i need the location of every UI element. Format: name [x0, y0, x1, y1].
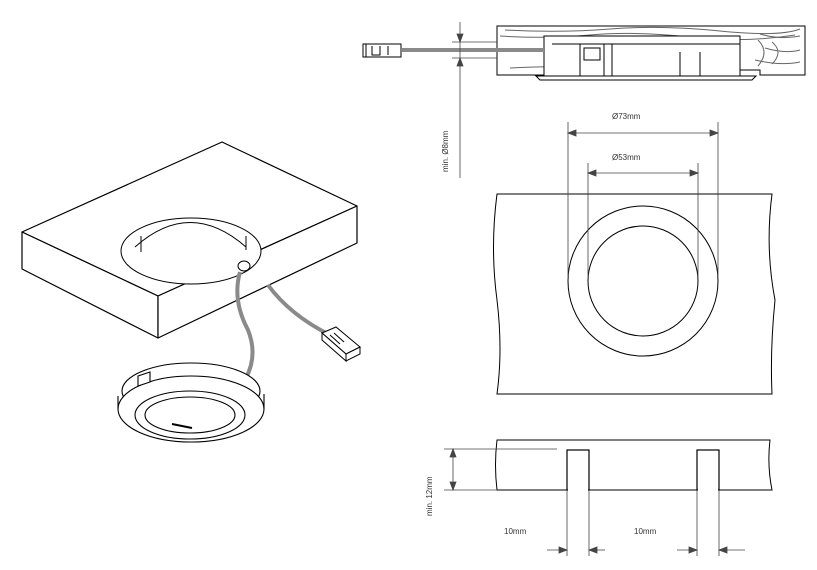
inner-diameter-label: Ø53mm: [612, 153, 641, 162]
depth-label: min. 12mm: [425, 476, 434, 516]
slot-right-width-label: 10mm: [634, 527, 657, 536]
top-view-dimensions: [566, 122, 720, 276]
top-view-panel: [493, 193, 776, 395]
slot-width-dimensions: [547, 490, 745, 556]
outer-diameter-label: Ø73mm: [612, 112, 641, 121]
side-section-fixture: [534, 35, 758, 81]
cross-section-panel: [495, 439, 773, 491]
cable-hole-dimension: [452, 22, 497, 178]
spotlight-fixture-iso: [117, 362, 265, 443]
plug-connector-iso: [321, 326, 361, 363]
slot-left-width-label: 10mm: [504, 527, 527, 536]
cable-to-connector: [266, 283, 331, 337]
cable-to-spotlight: [235, 271, 255, 379]
cable-hole-label: min. Ø8mm: [441, 130, 450, 172]
isometric-panel-hole: [120, 217, 262, 285]
cross-section-slots: [566, 449, 720, 491]
side-connector: [362, 43, 544, 58]
depth-dimension: [444, 447, 557, 492]
